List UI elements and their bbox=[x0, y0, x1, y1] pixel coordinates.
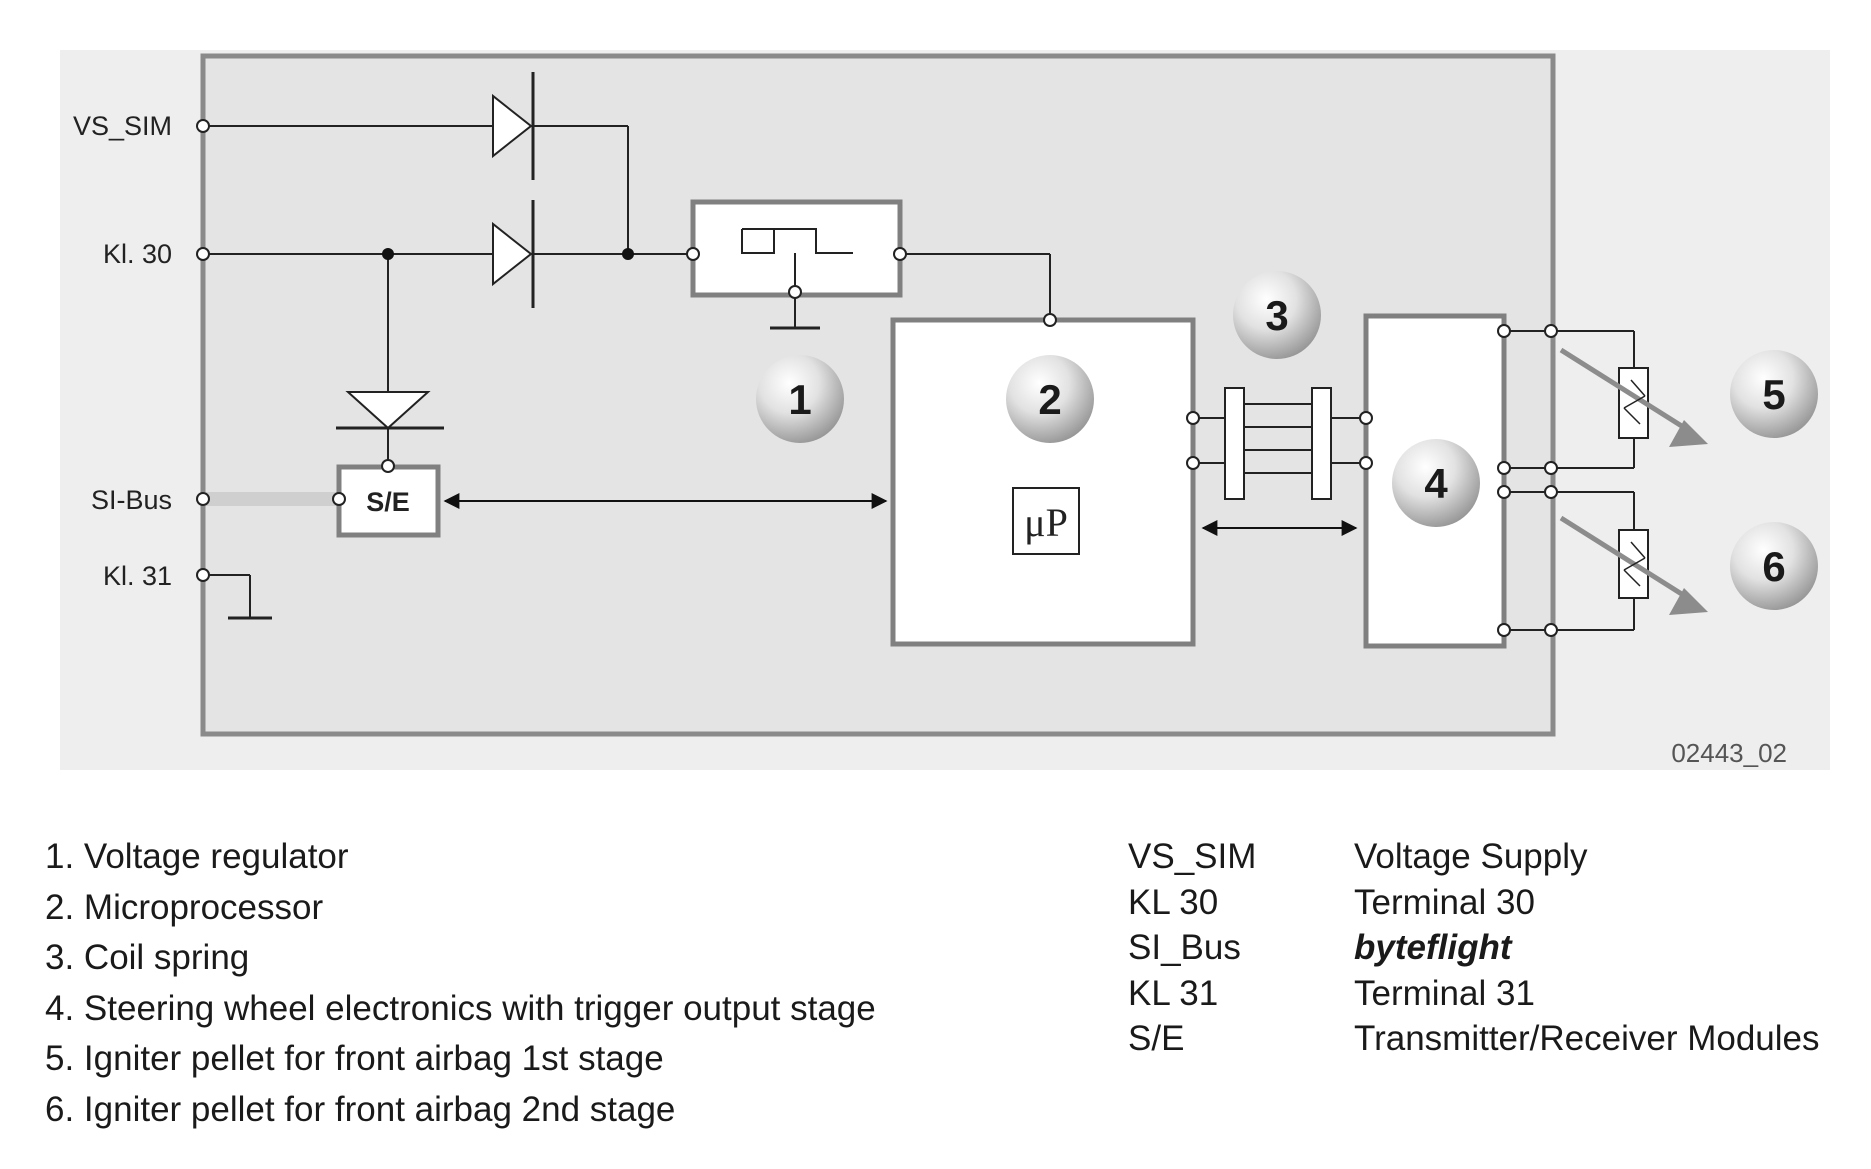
callout-6: 6 bbox=[1730, 522, 1818, 610]
legend-item: 5. Igniter pellet for front airbag 1st s… bbox=[45, 1039, 664, 1078]
junction-dot bbox=[622, 248, 634, 260]
figure-id: 02443_02 bbox=[1671, 738, 1787, 768]
abbreviation: KL 31 bbox=[1128, 973, 1219, 1013]
coil-spring bbox=[1224, 387, 1332, 500]
abbreviation: S/E bbox=[1128, 1019, 1185, 1058]
abbreviation-definition: Transmitter/Receiver Modules bbox=[1354, 1019, 1820, 1058]
micro-label: μP bbox=[1024, 500, 1068, 545]
callout-3: 3 bbox=[1233, 271, 1321, 359]
component-legend: 1. Voltage regulator 2. Microprocessor 3… bbox=[45, 832, 876, 1135]
abbreviation-row: VS_SIM Voltage Supply bbox=[1128, 834, 1820, 880]
abbreviation-row: SI_Bus byteflight bbox=[1128, 925, 1820, 971]
diode-kl30 bbox=[492, 200, 535, 308]
abbreviation: VS_SIM bbox=[1128, 837, 1257, 876]
callout-5: 5 bbox=[1730, 350, 1818, 438]
si-bus-line bbox=[203, 492, 339, 506]
callout-4-number: 4 bbox=[1424, 460, 1448, 507]
legend-item: 3. Coil spring bbox=[45, 938, 250, 977]
igniter-1 bbox=[1559, 347, 1708, 447]
igniter-2 bbox=[1559, 515, 1708, 615]
terminal-label-vs-sim: VS_SIM bbox=[73, 111, 172, 141]
diode-se-supply bbox=[336, 391, 444, 430]
abbreviation: SI_Bus bbox=[1128, 928, 1241, 967]
se-block: S/E bbox=[336, 464, 441, 538]
callout-2: 2 bbox=[1006, 355, 1094, 443]
terminal-label-si-bus: SI-Bus bbox=[91, 485, 172, 515]
callout-1-number: 1 bbox=[788, 376, 811, 423]
abbreviation-row: KL 31 Terminal 31 bbox=[1128, 971, 1820, 1017]
callout-1: 1 bbox=[756, 355, 844, 443]
terminal-label-kl31: Kl. 31 bbox=[103, 561, 172, 591]
callout-5-number: 5 bbox=[1762, 371, 1785, 418]
abbreviation-row: KL 30 Terminal 30 bbox=[1128, 880, 1820, 926]
block-diagram: μP S/E bbox=[60, 50, 1830, 770]
callout-2-number: 2 bbox=[1038, 376, 1061, 423]
legend-item: 4. Steering wheel electronics with trigg… bbox=[45, 988, 876, 1028]
legend-item: 2. Microprocessor bbox=[45, 887, 324, 927]
abbreviation: KL 30 bbox=[1128, 882, 1219, 922]
abbreviation-definition: Voltage Supply bbox=[1354, 837, 1588, 876]
wiring bbox=[203, 125, 1635, 631]
micro-label-box bbox=[1012, 487, 1080, 555]
legend-item: 6. Igniter pellet for front airbag 2nd s… bbox=[45, 1089, 676, 1129]
terminal-label-kl30: Kl. 30 bbox=[103, 239, 172, 269]
voltage-regulator-block bbox=[690, 199, 903, 298]
diode-vs-sim bbox=[492, 72, 535, 180]
abbreviation-definition: Terminal 31 bbox=[1354, 973, 1535, 1013]
se-label: S/E bbox=[366, 487, 410, 517]
callout-3-number: 3 bbox=[1265, 292, 1288, 339]
abbreviation-legend: VS_SIM Voltage Supply KL 30 Terminal 30 SI… bbox=[1128, 834, 1820, 1062]
abbreviation-row: S/E Transmitter/Receiver Modules bbox=[1128, 1016, 1820, 1062]
callout-4: 4 bbox=[1392, 439, 1480, 527]
abbreviation-definition: byteflight bbox=[1354, 928, 1512, 967]
legend-item: 1. Voltage regulator bbox=[45, 837, 349, 876]
connection-points bbox=[196, 119, 1558, 637]
callout-6-number: 6 bbox=[1762, 543, 1785, 590]
junction-dot bbox=[382, 248, 394, 260]
abbreviation-definition: Terminal 30 bbox=[1354, 882, 1535, 922]
